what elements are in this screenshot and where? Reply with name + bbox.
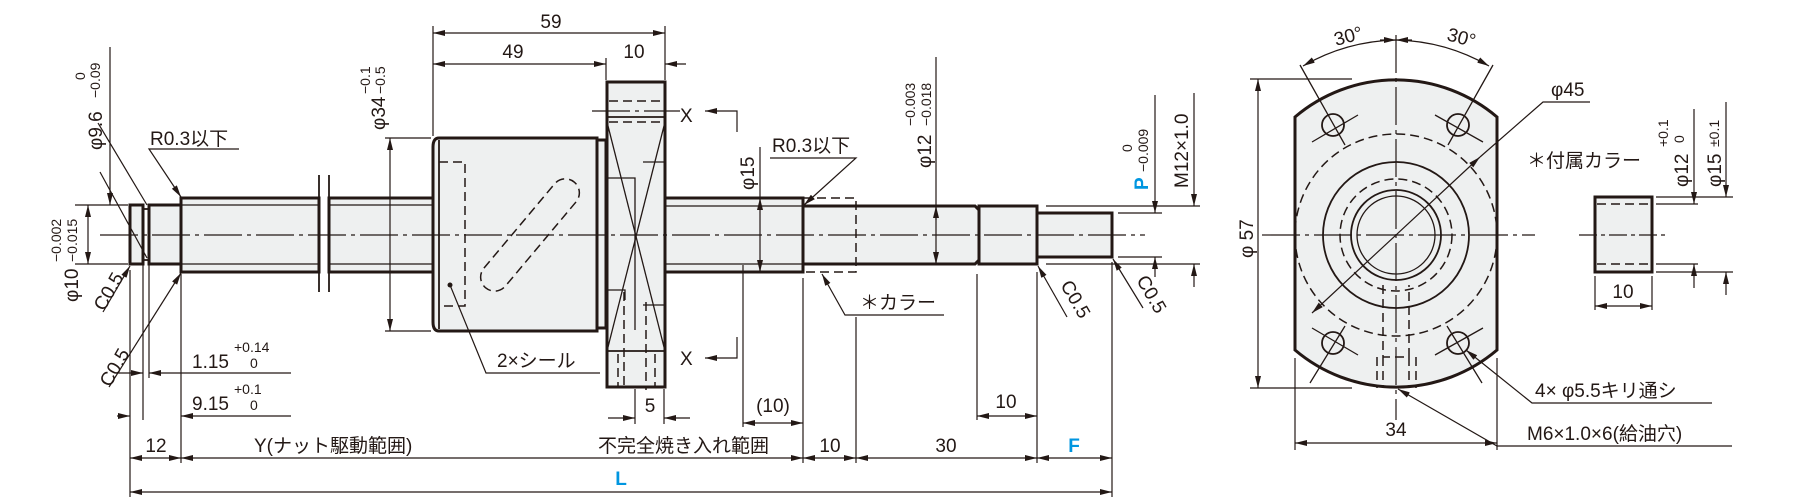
- dim-30: 30: [935, 436, 956, 457]
- nut-body: [431, 136, 599, 333]
- oil-hole-note: M6×1.0×6(給油穴): [1527, 423, 1682, 445]
- collar-phi15-tol: ±0.1: [1706, 120, 1722, 147]
- phi12-label: φ12: [915, 135, 936, 168]
- dim-59: 59: [540, 12, 561, 33]
- collar-phi12-label: φ12: [1672, 154, 1693, 187]
- phi12-tol-lower: −0.018: [918, 83, 934, 126]
- dim-L: L: [615, 469, 627, 490]
- bolt-hole: [1321, 331, 1345, 355]
- P-tol-lower: −0.009: [1135, 129, 1151, 172]
- collar-view: ＊付属カラー φ12 +0.1 0 φ15 ±0.1 10: [1527, 102, 1733, 310]
- section-mark-bottom: X: [680, 349, 693, 370]
- collar-phi12-tol-upper: +0.1: [1655, 119, 1671, 147]
- collar-phi12-tol-lower: 0: [1671, 135, 1687, 143]
- collar-phi15-label: φ15: [1705, 154, 1726, 187]
- fillet-note-left: R0.3以下: [150, 129, 228, 150]
- dim-9-15: 9.15: [192, 394, 229, 415]
- bolt-holes-note: 4× φ5.5キリ通シ: [1535, 380, 1677, 402]
- dim-F: F: [1068, 436, 1080, 457]
- dim-34: 34: [1385, 420, 1407, 441]
- dim-1-15-tol-lower: 0: [250, 355, 258, 371]
- fillet-note-right: R0.3以下: [772, 136, 850, 157]
- phi96-tol-upper: 0: [72, 72, 88, 80]
- phi34-tol-upper: −0.1: [357, 66, 373, 94]
- phi10-tol-lower: −0.015: [64, 219, 80, 262]
- phi57-label: φ 57: [1237, 219, 1258, 258]
- dim-1-15-tol-upper: +0.14: [234, 339, 270, 355]
- P-label: P: [1132, 177, 1153, 190]
- bolt-hole: [1321, 113, 1345, 137]
- section-mark-top: X: [680, 106, 693, 127]
- phi45-label: φ45: [1551, 80, 1584, 101]
- P-tol-upper: 0: [1119, 144, 1135, 152]
- phi10-label: φ10: [62, 269, 83, 302]
- collar-view-title: ＊付属カラー: [1527, 150, 1641, 172]
- dim-10-flange: 10: [623, 42, 644, 63]
- chamfer-label-4: C0.5: [1132, 272, 1170, 317]
- phi34-tol-lower: −0.5: [372, 66, 388, 94]
- seal-label: 2×シール: [497, 351, 576, 372]
- dim-1-15: 1.15: [192, 352, 229, 373]
- side-view: X X 59 49 10 φ34 −0.5 −0.1 φ9.6 −0.0: [48, 12, 1200, 497]
- seal-hidden-outline: [439, 161, 466, 307]
- phi10-tol-upper: −0.002: [48, 219, 64, 262]
- dim-9-15-tol-upper: +0.1: [234, 381, 262, 397]
- dim-10-thread: 10: [995, 392, 1016, 413]
- chamfer-label-2: C0.5: [96, 345, 134, 390]
- collar-dim-10: 10: [1612, 282, 1633, 303]
- dim-9-15-tol-lower: 0: [250, 397, 258, 413]
- nut-ring: [595, 138, 608, 330]
- phi96-tol-lower: −0.09: [87, 62, 103, 98]
- chamfer-label-3: C0.5: [1056, 277, 1094, 322]
- phi12-tol-upper: −0.003: [902, 83, 918, 126]
- phi34-label: φ34: [369, 96, 390, 130]
- dim-49: 49: [502, 42, 523, 63]
- dim-10-paren: (10): [756, 396, 790, 417]
- angle-label-left: 30°: [1332, 23, 1365, 51]
- bolt-hole: [1446, 113, 1470, 137]
- phi15-label: φ15: [738, 157, 759, 190]
- collar-label: ＊カラー: [860, 293, 936, 314]
- return-tube-slot: [479, 178, 581, 292]
- incomplete-hardening-label: 不完全焼き入れ範囲: [598, 435, 769, 457]
- dim-10-collar: 10: [819, 436, 840, 457]
- dim-5: 5: [645, 396, 656, 417]
- flange-end-view: 30° 30° φ45 φ 57 34 4× φ5.5キリ通シ M6×1.0×6…: [1237, 23, 1732, 450]
- thread-label: M12×1.0: [1172, 114, 1193, 188]
- chamfer-label-1: C0.5: [90, 269, 128, 314]
- phi96-label: φ9.6: [86, 111, 107, 150]
- dim-12: 12: [145, 436, 166, 457]
- bolt-hole: [1446, 331, 1470, 355]
- y-range-label: Y(ナット駆動範囲): [254, 435, 412, 457]
